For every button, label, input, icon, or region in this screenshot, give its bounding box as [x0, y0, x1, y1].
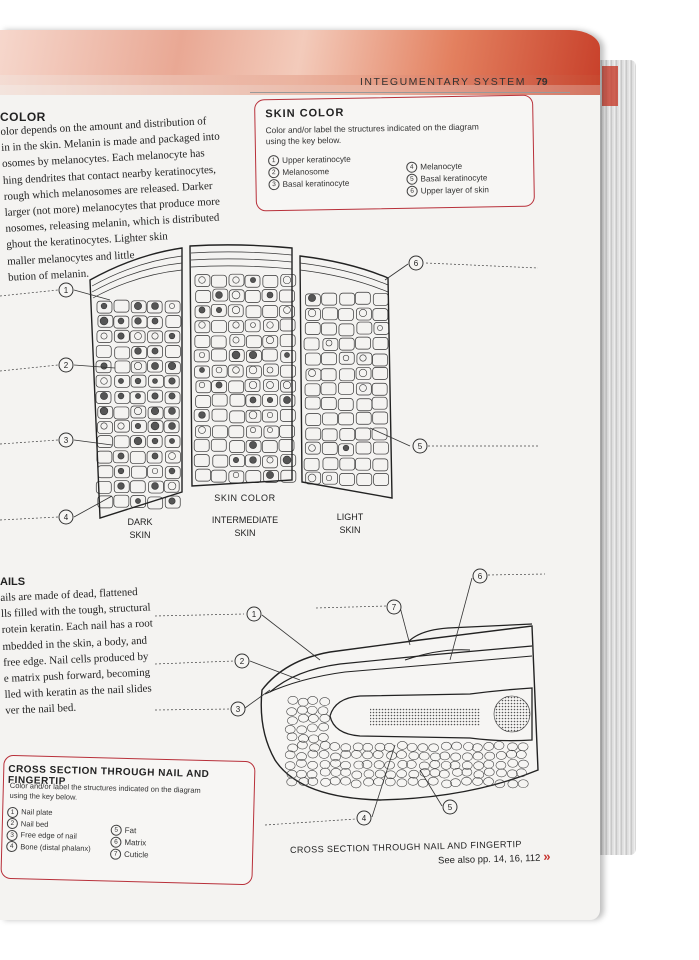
dark-skin-label-1: DARK	[127, 517, 152, 527]
dark-skin-panel	[89, 247, 183, 519]
page-stack-edge	[598, 60, 636, 855]
diagram-marker-number: 5	[418, 442, 423, 451]
diagram-marker-circle	[58, 357, 74, 373]
diagram-marker-circle	[58, 432, 74, 448]
diagram-marker-number: 4	[362, 814, 367, 823]
diagram-marker-circle	[230, 701, 246, 717]
diagram-marker-circle	[412, 438, 428, 454]
nail-key-instruction-2: using the key below.	[9, 790, 78, 802]
light-skin-label-2: SKIN	[339, 525, 360, 535]
diagram-marker-number: 3	[236, 705, 241, 714]
light-skin-label-1: LIGHT	[337, 512, 364, 522]
intermediate-skin-panel	[189, 244, 293, 487]
diagram-marker-circle	[356, 810, 372, 826]
nail-key-box: CROSS SECTION THROUGH NAIL AND FINGERTIP…	[0, 754, 256, 886]
diagram-marker-number: 5	[448, 803, 453, 812]
header-rule	[250, 92, 570, 93]
dark-skin-label-2: SKIN	[129, 530, 150, 540]
nails-heading: AILS	[0, 576, 26, 588]
section-title: INTEGUMENTARY SYSTEM	[360, 76, 526, 88]
diagram-marker-number: 2	[240, 657, 245, 666]
diagram-marker-number: 2	[64, 361, 69, 370]
diagram-marker-number: 6	[414, 259, 419, 268]
see-also-link[interactable]: See also pp. 14, 16, 112»	[438, 849, 551, 867]
diagram-marker-number: 3	[64, 436, 69, 445]
diagram-marker-number: 4	[64, 513, 69, 522]
diagram-marker-number: 1	[64, 286, 69, 295]
running-header: INTEGUMENTARY SYSTEM 79	[360, 76, 548, 88]
diagram-marker-number: 1	[252, 610, 257, 619]
diagram-marker-number: 6	[478, 572, 483, 581]
diagram-marker-circle	[58, 282, 74, 298]
nail-diagram-markers: 1 2 3 4 5 6 7	[230, 568, 488, 826]
skin-diagram-markers: 1 2 3 4 5 6	[58, 255, 428, 525]
page-stack-tab	[602, 66, 618, 106]
skin-diagram-caption: SKIN COLOR	[214, 493, 276, 503]
diagram-marker-circle	[58, 509, 74, 525]
intermediate-skin-label-2: SKIN	[234, 528, 255, 538]
diagram-marker-circle	[386, 599, 402, 615]
header-banner-strip	[0, 75, 600, 95]
diagram-marker-circle	[408, 255, 424, 271]
fat-tissue	[284, 695, 529, 789]
skin-color-heading: COLOR	[0, 110, 46, 124]
diagram-marker-number: 7	[392, 603, 397, 612]
diagram-marker-circle	[234, 653, 250, 669]
intermediate-skin-label-1: INTERMEDIATE	[212, 515, 278, 525]
nail-plate-line	[269, 645, 533, 693]
page-number: 79	[535, 76, 548, 88]
cuticle-line	[407, 623, 533, 643]
diagram-marker-circle	[442, 799, 458, 815]
nail-bed-line	[264, 655, 533, 695]
light-skin-panel	[299, 255, 393, 499]
diagram-marker-circle	[472, 568, 488, 584]
double-chevron-right-icon: »	[543, 848, 551, 864]
diagram-marker-circle	[246, 606, 262, 622]
